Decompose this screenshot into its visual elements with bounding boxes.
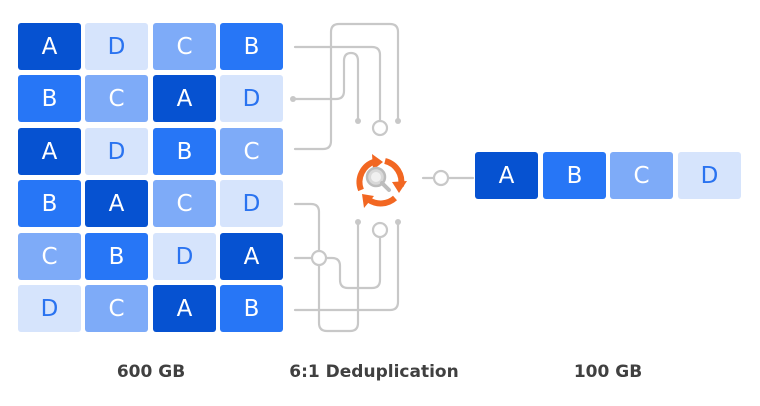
source-size-caption: 600 GB bbox=[116, 362, 186, 382]
wire-row4 bbox=[293, 202, 360, 333]
wire-row1 bbox=[293, 45, 382, 122]
data-block-c: C bbox=[153, 23, 216, 70]
data-block-b: B bbox=[153, 128, 216, 175]
data-block-c: C bbox=[153, 180, 216, 227]
unique-block-b: B bbox=[543, 152, 606, 199]
data-block-a: A bbox=[85, 180, 148, 227]
data-block-c: C bbox=[18, 233, 81, 280]
data-block-b: B bbox=[220, 285, 283, 332]
unique-block-a: A bbox=[475, 152, 538, 199]
wire-dot bbox=[355, 219, 361, 225]
data-block-a: A bbox=[18, 128, 81, 175]
data-block-d: D bbox=[85, 23, 148, 70]
junction-node bbox=[432, 169, 450, 187]
wire-row5 bbox=[293, 236, 382, 290]
junction-node bbox=[310, 249, 328, 267]
data-block-b: B bbox=[85, 233, 148, 280]
data-block-c: C bbox=[85, 285, 148, 332]
data-block-a: A bbox=[18, 23, 81, 70]
data-block-a: A bbox=[220, 233, 283, 280]
junction-node bbox=[371, 221, 389, 239]
data-block-a: A bbox=[153, 75, 216, 122]
data-block-d: D bbox=[220, 75, 283, 122]
data-block-c: C bbox=[85, 75, 148, 122]
wire-dot bbox=[395, 219, 401, 225]
data-block-b: B bbox=[18, 75, 81, 122]
wire-row3 bbox=[293, 22, 400, 151]
wire-row2 bbox=[291, 51, 360, 123]
dedupe-ratio-caption: 6:1 Deduplication bbox=[289, 362, 459, 382]
wire-dot bbox=[290, 96, 296, 102]
data-block-d: D bbox=[153, 233, 216, 280]
magnifier-icon bbox=[365, 166, 391, 192]
recycle-arrows-icon bbox=[356, 154, 407, 208]
junction-node bbox=[371, 119, 389, 137]
data-block-b: B bbox=[18, 180, 81, 227]
wire-dot bbox=[395, 118, 401, 124]
unique-block-d: D bbox=[678, 152, 741, 199]
unique-block-c: C bbox=[610, 152, 673, 199]
data-block-d: D bbox=[220, 180, 283, 227]
wire-dot bbox=[355, 118, 361, 124]
data-block-b: B bbox=[220, 23, 283, 70]
result-size-caption: 100 GB bbox=[573, 362, 643, 382]
data-block-d: D bbox=[18, 285, 81, 332]
data-block-a: A bbox=[153, 285, 216, 332]
data-block-d: D bbox=[85, 128, 148, 175]
data-block-c: C bbox=[220, 128, 283, 175]
wire-row6 bbox=[293, 220, 400, 312]
